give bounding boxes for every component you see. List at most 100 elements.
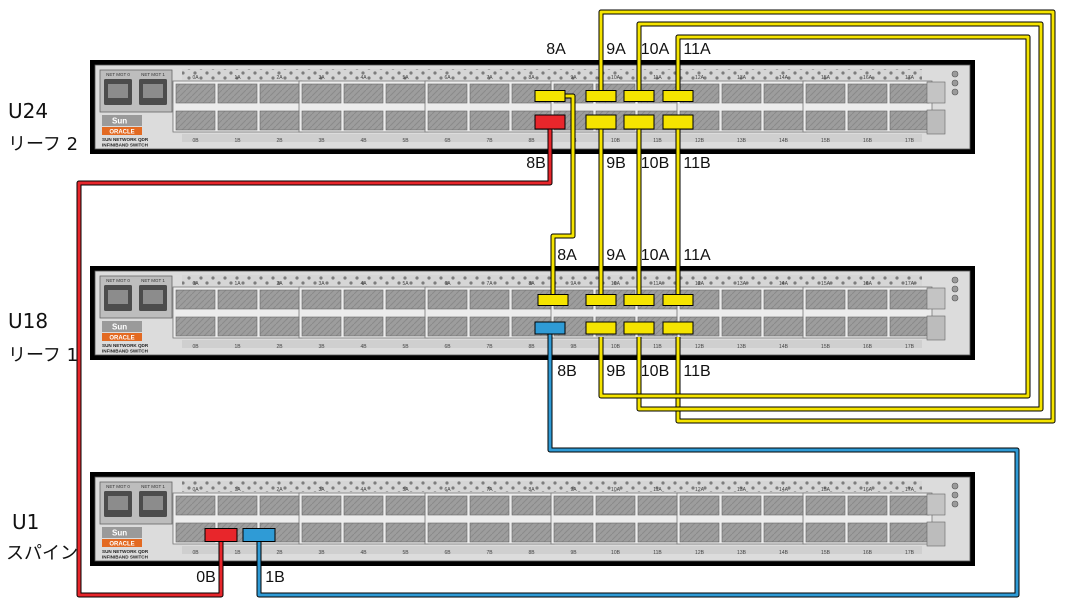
port-highlight-leaf2-top-1[interactable] [585, 90, 617, 102]
port-highlight-leaf1-bottom-1[interactable] [623, 321, 655, 335]
qsfp-port-spine-5B[interactable] [385, 522, 426, 543]
qsfp-port-spine-9A[interactable] [553, 495, 594, 516]
qsfp-port-spine-10A[interactable] [595, 495, 636, 516]
qsfp-port-leaf1-16A[interactable] [847, 289, 888, 310]
qsfp-port-leaf1-5A[interactable] [385, 289, 426, 310]
qsfp-port-leaf2-4A[interactable] [343, 83, 384, 104]
qsfp-port-leaf2-2A[interactable] [259, 83, 300, 104]
qsfp-port-leaf2-13B[interactable] [721, 110, 762, 131]
qsfp-port-leaf2-3B[interactable] [301, 110, 342, 131]
port-highlight-leaf2-bottom-1[interactable] [623, 114, 655, 130]
qsfp-port-leaf1-6B[interactable] [427, 316, 468, 337]
port-highlight-leaf2-top-2[interactable] [623, 90, 655, 102]
qsfp-port-spine-11B[interactable] [637, 522, 678, 543]
qsfp-port-spine-6B[interactable] [427, 522, 468, 543]
qsfp-port-leaf1-14A[interactable] [763, 289, 804, 310]
port-highlight-leaf2-bottom-2[interactable] [662, 114, 694, 130]
qsfp-port-spine-10B[interactable] [595, 522, 636, 543]
qsfp-port-leaf2-14A[interactable] [763, 83, 804, 104]
qsfp-port-leaf2-7A[interactable] [469, 83, 510, 104]
qsfp-port-spine-1A[interactable] [217, 495, 258, 516]
port-highlight-leaf2-top-0[interactable] [534, 90, 566, 102]
qsfp-port-leaf2-0A[interactable] [175, 83, 216, 104]
qsfp-port-leaf1-6A[interactable] [427, 289, 468, 310]
qsfp-port-spine-7A[interactable] [469, 495, 510, 516]
qsfp-port-spine-3B[interactable] [301, 522, 342, 543]
qsfp-port-leaf2-5B[interactable] [385, 110, 426, 131]
qsfp-port-leaf1-16B[interactable] [847, 316, 888, 337]
qsfp-port-leaf2-16A[interactable] [847, 83, 888, 104]
qsfp-port-leaf2-5A[interactable] [385, 83, 426, 104]
qsfp-port-leaf1-14B[interactable] [763, 316, 804, 337]
qsfp-port-spine-16A[interactable] [847, 495, 888, 516]
qsfp-port-leaf2-6A[interactable] [427, 83, 468, 104]
qsfp-port-leaf1-15A[interactable] [805, 289, 846, 310]
qsfp-port-leaf1-4A[interactable] [343, 289, 384, 310]
qsfp-port-leaf2-13A[interactable] [721, 83, 762, 104]
qsfp-port-leaf1-15B[interactable] [805, 316, 846, 337]
qsfp-port-spine-12B[interactable] [679, 522, 720, 543]
qsfp-port-leaf2-1B[interactable] [217, 110, 258, 131]
port-highlight-leaf1-top-0[interactable] [537, 294, 569, 306]
qsfp-port-leaf1-1B[interactable] [217, 316, 258, 337]
qsfp-port-leaf1-4B[interactable] [343, 316, 384, 337]
qsfp-port-spine-3A[interactable] [301, 495, 342, 516]
port-highlight-leaf1-8B[interactable] [534, 321, 566, 335]
qsfp-port-leaf2-17A[interactable] [889, 83, 930, 104]
qsfp-port-leaf2-0B[interactable] [175, 110, 216, 131]
qsfp-port-spine-15B[interactable] [805, 522, 846, 543]
qsfp-port-spine-8A[interactable] [511, 495, 552, 516]
qsfp-port-leaf1-17B[interactable] [889, 316, 930, 337]
qsfp-port-leaf2-3A[interactable] [301, 83, 342, 104]
qsfp-port-spine-12A[interactable] [679, 495, 720, 516]
qsfp-port-leaf2-6B[interactable] [427, 110, 468, 131]
qsfp-port-spine-8B[interactable] [511, 522, 552, 543]
qsfp-port-spine-14B[interactable] [763, 522, 804, 543]
qsfp-port-leaf2-7B[interactable] [469, 110, 510, 131]
qsfp-port-leaf2-15B[interactable] [805, 110, 846, 131]
qsfp-port-leaf1-5B[interactable] [385, 316, 426, 337]
qsfp-port-spine-15A[interactable] [805, 495, 846, 516]
qsfp-port-leaf1-17A[interactable] [889, 289, 930, 310]
port-highlight-leaf1-bottom-2[interactable] [662, 321, 694, 335]
qsfp-port-leaf1-7B[interactable] [469, 316, 510, 337]
qsfp-port-leaf1-3A[interactable] [301, 289, 342, 310]
port-highlight-leaf2-top-3[interactable] [662, 90, 694, 102]
qsfp-port-spine-13B[interactable] [721, 522, 762, 543]
qsfp-port-leaf1-7A[interactable] [469, 289, 510, 310]
qsfp-port-leaf1-0A[interactable] [175, 289, 216, 310]
qsfp-port-spine-0A[interactable] [175, 495, 216, 516]
qsfp-port-spine-6A[interactable] [427, 495, 468, 516]
port-highlight-spine-1B[interactable] [242, 528, 276, 542]
qsfp-port-spine-5A[interactable] [385, 495, 426, 516]
qsfp-port-leaf1-1A[interactable] [217, 289, 258, 310]
port-highlight-leaf1-top-3[interactable] [662, 294, 694, 306]
qsfp-port-leaf1-2B[interactable] [259, 316, 300, 337]
qsfp-port-spine-16B[interactable] [847, 522, 888, 543]
qsfp-port-leaf2-16B[interactable] [847, 110, 888, 131]
port-highlight-leaf2-8B[interactable] [534, 114, 566, 130]
port-highlight-leaf1-top-1[interactable] [585, 294, 617, 306]
qsfp-port-spine-4A[interactable] [343, 495, 384, 516]
qsfp-port-spine-13A[interactable] [721, 495, 762, 516]
qsfp-port-leaf2-2B[interactable] [259, 110, 300, 131]
qsfp-port-leaf2-4B[interactable] [343, 110, 384, 131]
qsfp-port-leaf1-0B[interactable] [175, 316, 216, 337]
qsfp-port-spine-14A[interactable] [763, 495, 804, 516]
qsfp-port-spine-9B[interactable] [553, 522, 594, 543]
port-highlight-leaf2-bottom-0[interactable] [585, 114, 617, 130]
port-highlight-spine-0B[interactable] [204, 528, 238, 542]
qsfp-port-spine-17B[interactable] [889, 522, 930, 543]
qsfp-port-spine-7B[interactable] [469, 522, 510, 543]
port-highlight-leaf1-bottom-0[interactable] [585, 321, 617, 335]
qsfp-port-leaf1-3B[interactable] [301, 316, 342, 337]
qsfp-port-leaf2-14B[interactable] [763, 110, 804, 131]
qsfp-port-leaf1-13A[interactable] [721, 289, 762, 310]
qsfp-port-leaf1-13B[interactable] [721, 316, 762, 337]
qsfp-port-spine-11A[interactable] [637, 495, 678, 516]
qsfp-port-leaf2-15A[interactable] [805, 83, 846, 104]
qsfp-port-leaf2-1A[interactable] [217, 83, 258, 104]
qsfp-port-leaf2-17B[interactable] [889, 110, 930, 131]
qsfp-port-leaf1-2A[interactable] [259, 289, 300, 310]
qsfp-port-spine-2A[interactable] [259, 495, 300, 516]
